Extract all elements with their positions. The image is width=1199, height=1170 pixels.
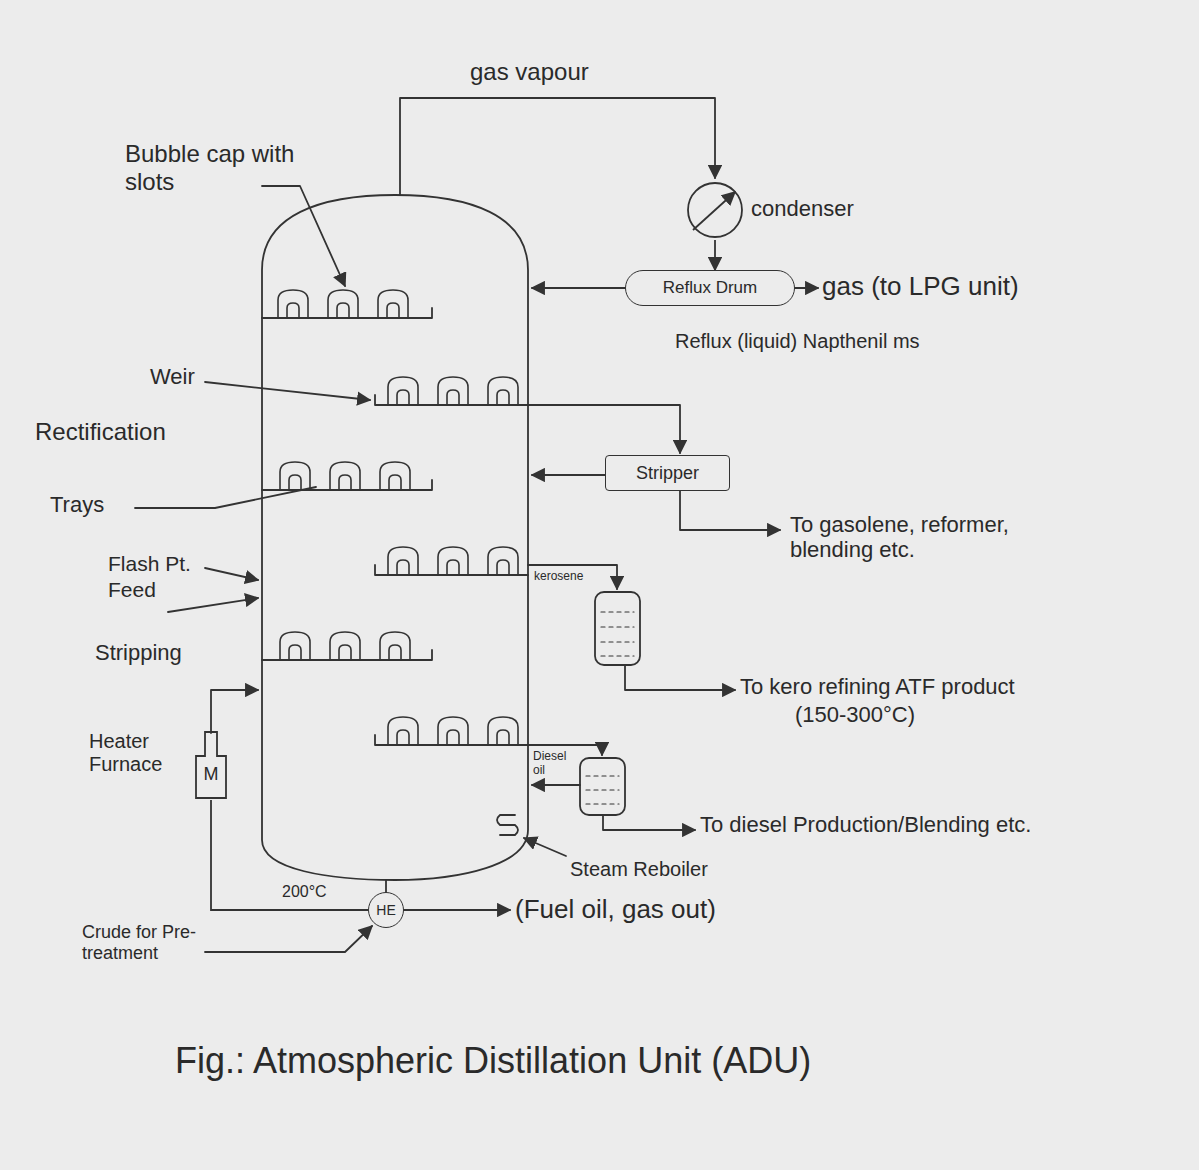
text-label: kerosene [534,570,583,584]
text-label: Steam Reboiler [570,858,708,881]
text-label: Weir [150,364,195,389]
condenser-arrow [693,192,735,230]
bubble-cap [488,377,518,405]
return-line [532,474,605,476]
text-label: Reflux (liquid) Napthenil ms [675,330,920,353]
kerosene-drum [595,592,640,665]
text-label: To kero refining ATF product [740,674,1015,699]
tray [375,565,528,575]
text-label: Feed [108,578,156,602]
text-label: Crude for Pre-treatment [82,922,262,963]
bubble-cap [488,547,518,575]
bubble-cap [280,462,310,490]
steam-line [524,838,566,856]
condenser-outline [685,180,745,240]
bubble-cap [280,632,310,660]
node-text: HE [376,902,395,918]
text-label: gas vapour [470,58,589,86]
tray [375,735,528,745]
stripping-steam-line [211,690,258,733]
vessel-box: Stripper [605,455,730,491]
vapour-line [400,98,715,195]
connector [714,240,716,270]
bubble-cap [328,290,358,318]
condenser-circle [688,183,742,237]
node-text: Heater Furnace [89,730,187,776]
leader-line [205,382,370,400]
leader-line [135,487,316,508]
text-label: gas (to LPG unit) [822,272,1019,302]
leader-line [205,568,258,580]
draw-line [528,565,617,589]
text-label: Rectification [35,418,166,446]
text-label: Flash Pt. [108,552,191,576]
furnace-symbol: Heater FurnaceM [193,728,229,800]
caption: Fig.: Atmospheric Distillation Unit (ADU… [175,1040,811,1081]
liquid-level [586,776,619,804]
bubble-cap [438,717,468,745]
feed-line [168,598,258,612]
bubble-cap [380,462,410,490]
text-label: (Fuel oil, gas out) [515,895,716,925]
condenser-symbol: condenser [685,180,745,240]
text-label: To diesel Production/Blending etc. [700,812,1080,837]
bubble-cap [278,290,308,318]
bubble-cap [438,547,468,575]
product-line [603,815,695,830]
text-label: 200°C [282,883,327,901]
bubble-cap [330,632,360,660]
return-line [532,784,580,786]
bubble-cap [380,632,410,660]
heat-exchanger: HE [368,892,404,928]
bubble-cap [488,717,518,745]
vessel-box: Reflux Drum [625,270,795,306]
tray [262,650,432,660]
node-text: Stripper [636,463,699,484]
text-label: To gasolene, reformer, blending etc. [790,512,1080,563]
outlet-line [404,909,510,911]
bubble-cap [378,290,408,318]
product-line [680,491,780,530]
tray [262,480,432,490]
text-label: Stripping [95,640,182,665]
crude-line [205,926,372,952]
bubble-cap [330,462,360,490]
text-label: (150-300°C) [795,702,915,727]
text-label: Bubble cap with slots [125,140,295,195]
bottoms-line [385,880,387,892]
gas-line [795,287,818,289]
column-shell [262,195,528,880]
text-label: Trays [50,492,104,517]
node-text: Reflux Drum [663,278,757,298]
node-text: condenser [751,196,854,222]
diesel-drum [580,758,625,815]
bubble-cap [388,717,418,745]
reflux-line [532,287,625,289]
bubble-cap [388,377,418,405]
product-line [625,665,735,690]
node-text: M [193,764,229,785]
connector [211,800,368,910]
liquid-level [601,612,634,656]
text-label: Diesel oil [533,750,577,778]
bubble-cap [388,547,418,575]
draw-line [528,405,680,453]
reboiler-coil [497,815,518,835]
leader-line [262,186,345,286]
tray [375,395,528,405]
bubble-cap [438,377,468,405]
